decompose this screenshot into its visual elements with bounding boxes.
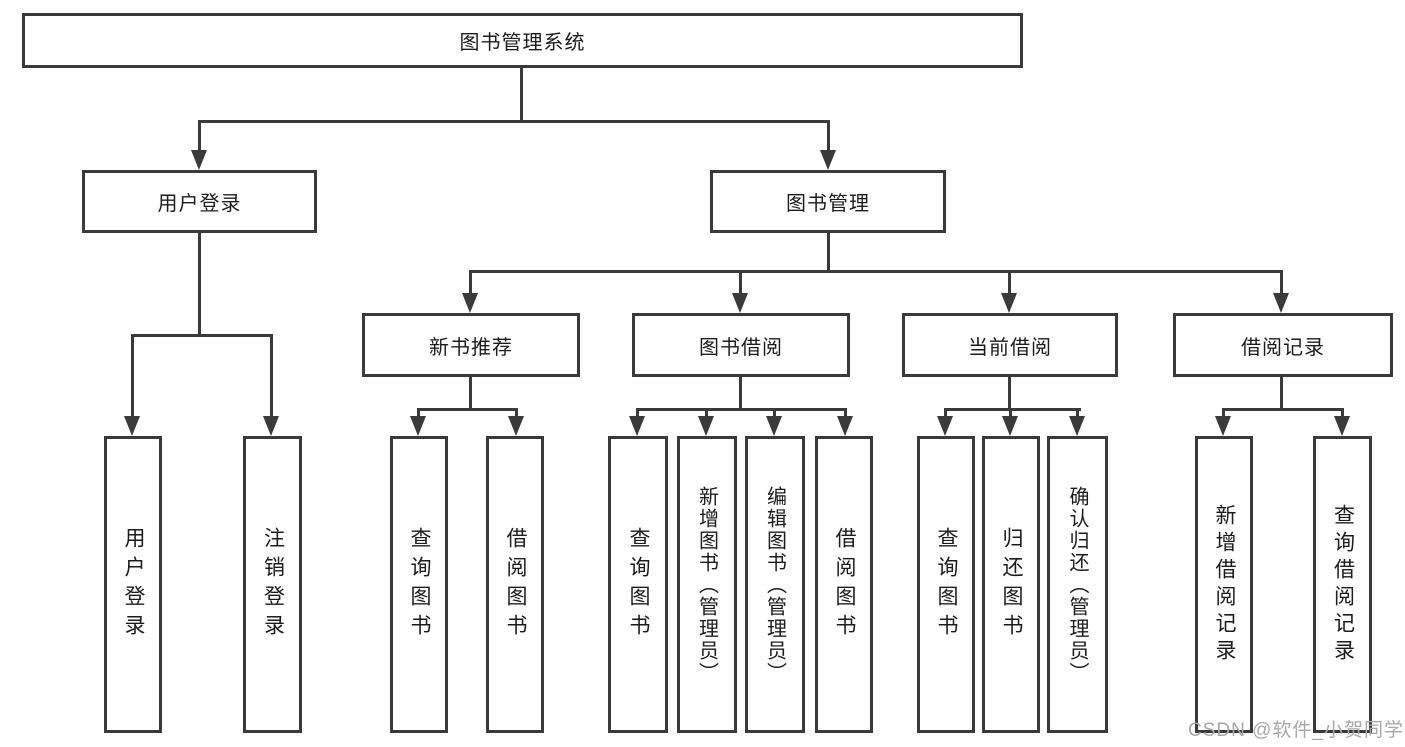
leaf-borrow-add-books-admin: 新增图书（管理员） xyxy=(677,436,737,733)
arrowhead-to-leaf-recommend-borrow xyxy=(508,416,524,436)
leaf-recommend-query-books-label: 查询图书 xyxy=(408,526,431,643)
node-user-login-label: 用户登录 xyxy=(157,193,242,215)
leaf-borrow-add-books-admin-label: 新增图书（管理员） xyxy=(695,485,718,684)
connector-records-stem xyxy=(1280,377,1283,411)
connector-bookborrow-drop-4 xyxy=(844,408,847,420)
connector-userlogin-rail xyxy=(131,334,273,337)
arrowhead-to-leaf-bb-add xyxy=(698,416,714,436)
leaf-user-login: 用户登录 xyxy=(104,436,162,733)
leaf-logout: 注销登录 xyxy=(243,436,302,733)
connector-root-stem xyxy=(520,68,523,123)
leaf-current-query-books-label: 查询图书 xyxy=(935,526,958,643)
node-root-label: 图书管理系统 xyxy=(459,32,586,54)
arrowhead-to-new-book-recommend xyxy=(462,293,478,313)
node-user-login: 用户登录 xyxy=(82,170,317,233)
arrowhead-to-leaf-cb-confirm xyxy=(1069,416,1085,436)
leaf-current-return-books: 归还图书 xyxy=(982,436,1040,733)
leaf-borrow-edit-books-admin: 编辑图书（管理员） xyxy=(745,436,805,733)
arrowhead-to-leaf-br-query xyxy=(1334,416,1350,436)
leaf-recommend-borrow-books-label: 借阅图书 xyxy=(504,526,527,643)
node-current-borrow: 当前借阅 xyxy=(902,313,1118,377)
connector-bookmgmt-rail xyxy=(469,270,1283,273)
arrowhead-to-leaf-cb-return xyxy=(1002,416,1018,436)
arrowhead-to-leaf-bb-borrow xyxy=(837,416,853,436)
leaf-current-confirm-return-admin-label: 确认归还（管理员） xyxy=(1066,485,1088,684)
node-book-borrow: 图书借阅 xyxy=(632,313,850,377)
connector-recommend-drop-2 xyxy=(515,408,518,420)
connector-userlogin-stem xyxy=(198,233,201,337)
arrowhead-to-leaf-bb-query xyxy=(629,416,645,436)
connector-bookmgmt-drop-1 xyxy=(469,270,472,294)
connector-bookmgmt-stem xyxy=(827,233,830,272)
node-borrow-records-label: 借阅记录 xyxy=(1241,336,1325,359)
node-current-borrow-label: 当前借阅 xyxy=(968,336,1052,359)
connector-records-drop-2 xyxy=(1341,408,1344,420)
node-root: 图书管理系统 xyxy=(22,13,1023,68)
connector-bookborrow-drop-3 xyxy=(773,408,776,420)
leaf-borrow-borrow-books-label: 借阅图书 xyxy=(833,526,856,643)
node-book-borrow-label: 图书借阅 xyxy=(699,336,783,359)
connector-bookborrow-stem xyxy=(739,377,742,411)
connector-root-drop-right xyxy=(827,120,830,152)
leaf-records-query-record: 查询借阅记录 xyxy=(1313,436,1372,733)
leaf-logout-label: 注销登录 xyxy=(261,526,285,643)
leaf-records-add-record-label: 新增借阅记录 xyxy=(1213,503,1236,666)
connector-recommend-drop-1 xyxy=(417,408,420,420)
leaf-recommend-query-books: 查询图书 xyxy=(390,436,448,733)
leaf-records-add-record: 新增借阅记录 xyxy=(1195,436,1253,733)
connector-currentborrow-stem xyxy=(1008,377,1011,411)
arrowhead-to-borrow-records xyxy=(1273,293,1289,313)
leaf-current-confirm-return-admin: 确认归还（管理员） xyxy=(1047,436,1108,733)
arrowhead-to-book-management xyxy=(820,150,836,170)
connector-currentborrow-rail xyxy=(944,408,1081,411)
leaf-borrow-query-books: 查询图书 xyxy=(608,436,668,733)
node-new-book-recommend: 新书推荐 xyxy=(362,313,580,377)
connector-bookmgmt-drop-3 xyxy=(1008,270,1011,294)
connector-currentborrow-drop-1 xyxy=(944,408,947,420)
connector-bookborrow-drop-1 xyxy=(636,408,639,420)
connector-userlogin-drop-2 xyxy=(270,334,273,418)
connector-currentborrow-drop-3 xyxy=(1076,408,1079,420)
leaf-current-return-books-label: 归还图书 xyxy=(1000,526,1023,643)
arrowhead-to-book-borrow xyxy=(732,293,748,313)
arrowhead-to-current-borrow xyxy=(1001,293,1017,313)
arrowhead-to-leaf-bb-edit xyxy=(766,416,782,436)
connector-recommend-rail xyxy=(417,408,518,411)
node-new-book-recommend-label: 新书推荐 xyxy=(429,336,513,359)
leaf-records-query-record-label: 查询借阅记录 xyxy=(1331,503,1355,666)
csdn-watermark: CSDN @软件_小贺同学 xyxy=(1188,720,1404,741)
connector-records-drop-1 xyxy=(1222,408,1225,420)
leaf-recommend-borrow-books: 借阅图书 xyxy=(486,436,544,733)
leaf-borrow-query-books-label: 查询图书 xyxy=(627,526,650,643)
connector-userlogin-drop-1 xyxy=(131,334,134,418)
arrowhead-to-user-login xyxy=(191,150,207,170)
connector-currentborrow-drop-2 xyxy=(1009,408,1012,420)
connector-bookmgmt-drop-2 xyxy=(739,270,742,294)
leaf-borrow-borrow-books: 借阅图书 xyxy=(815,436,873,733)
arrowhead-to-leaf-user-login xyxy=(124,416,140,436)
arrowhead-to-leaf-recommend-query xyxy=(410,416,426,436)
leaf-current-query-books: 查询图书 xyxy=(917,436,975,733)
connector-root-drop-left xyxy=(198,120,201,152)
connector-bookborrow-rail xyxy=(636,408,847,411)
connector-bookmgmt-drop-4 xyxy=(1280,270,1283,294)
arrowhead-to-leaf-logout xyxy=(263,416,279,436)
leaf-borrow-edit-books-admin-label: 编辑图书（管理员） xyxy=(763,485,786,684)
connector-bookborrow-drop-2 xyxy=(705,408,708,420)
connector-recommend-stem xyxy=(469,377,472,411)
arrowhead-to-leaf-br-add xyxy=(1215,416,1231,436)
node-borrow-records: 借阅记录 xyxy=(1173,313,1393,377)
arrowhead-to-leaf-cb-query xyxy=(937,416,953,436)
connector-root-rail xyxy=(198,120,830,123)
node-book-management-label: 图书管理 xyxy=(786,193,870,215)
node-book-management: 图书管理 xyxy=(710,170,946,233)
leaf-user-login-label: 用户登录 xyxy=(122,526,145,643)
connector-records-rail xyxy=(1222,408,1344,411)
